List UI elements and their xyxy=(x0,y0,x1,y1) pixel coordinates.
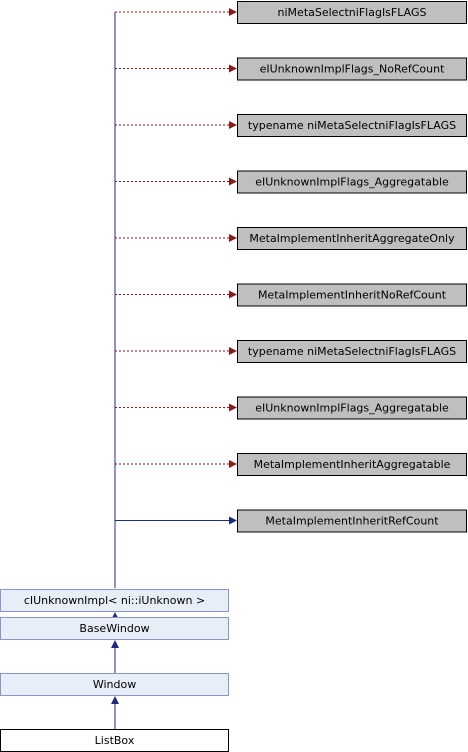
template-param-node[interactable]: MetaImplementInheritNoRefCount xyxy=(237,283,467,307)
template-param-box xyxy=(237,283,467,307)
class-box xyxy=(0,673,229,696)
template-param-box xyxy=(237,396,467,420)
template-param-box xyxy=(237,509,467,533)
template-param-label: MetaImplementInheritNoRefCount xyxy=(258,289,447,302)
class-node[interactable]: cIUnknownImpl< ni::iUnknown > xyxy=(0,589,229,612)
class-label: Window xyxy=(93,678,136,691)
template-param-label: eIUnknownImplFlags_Aggregatable xyxy=(255,402,449,415)
class-box xyxy=(0,589,229,612)
template-param-node[interactable]: eIUnknownImplFlags_Aggregatable xyxy=(237,396,467,420)
template-param-box xyxy=(237,170,467,194)
template-param-label: typename niMetaSelectniFlagIsFLAGS xyxy=(248,345,456,358)
template-param-box xyxy=(237,227,467,250)
template-param-node[interactable]: MetaImplementInheritAggregatable xyxy=(237,453,467,476)
template-param-label: MetaImplementInheritAggregatable xyxy=(254,458,451,471)
template-param-box xyxy=(237,57,467,81)
current-class-node: ListBox xyxy=(0,729,229,752)
template-param-box xyxy=(237,1,467,24)
template-param-box xyxy=(237,114,467,137)
template-param-label: typename niMetaSelectniFlagIsFLAGS xyxy=(248,119,456,132)
template-param-label: eIUnknownImplFlags_Aggregatable xyxy=(255,176,449,189)
class-node[interactable]: BaseWindow xyxy=(0,617,229,640)
template-param-box xyxy=(237,340,467,363)
template-param-node[interactable]: eIUnknownImplFlags_NoRefCount xyxy=(237,57,467,81)
template-param-box xyxy=(237,453,467,476)
class-label: BaseWindow xyxy=(79,622,149,635)
template-param-node[interactable]: typename niMetaSelectniFlagIsFLAGS xyxy=(237,340,467,363)
class-label: ListBox xyxy=(95,734,135,747)
template-param-node[interactable]: MetaImplementInheritAggregateOnly xyxy=(237,227,467,250)
template-param-node[interactable]: MetaImplementInheritRefCount xyxy=(237,509,467,533)
class-node[interactable]: Window xyxy=(0,673,229,696)
template-param-label: MetaImplementInheritAggregateOnly xyxy=(249,232,455,245)
template-param-label: niMetaSelectniFlagIsFLAGS xyxy=(278,6,427,19)
template-param-label: MetaImplementInheritRefCount xyxy=(265,515,439,528)
template-param-label: eIUnknownImplFlags_NoRefCount xyxy=(260,63,446,76)
template-param-node[interactable]: typename niMetaSelectniFlagIsFLAGS xyxy=(237,114,467,137)
template-param-node[interactable]: niMetaSelectniFlagIsFLAGS xyxy=(237,1,467,24)
template-param-node[interactable]: eIUnknownImplFlags_Aggregatable xyxy=(237,170,467,194)
class-label: cIUnknownImpl< ni::iUnknown > xyxy=(24,594,205,607)
class-box xyxy=(0,617,229,640)
